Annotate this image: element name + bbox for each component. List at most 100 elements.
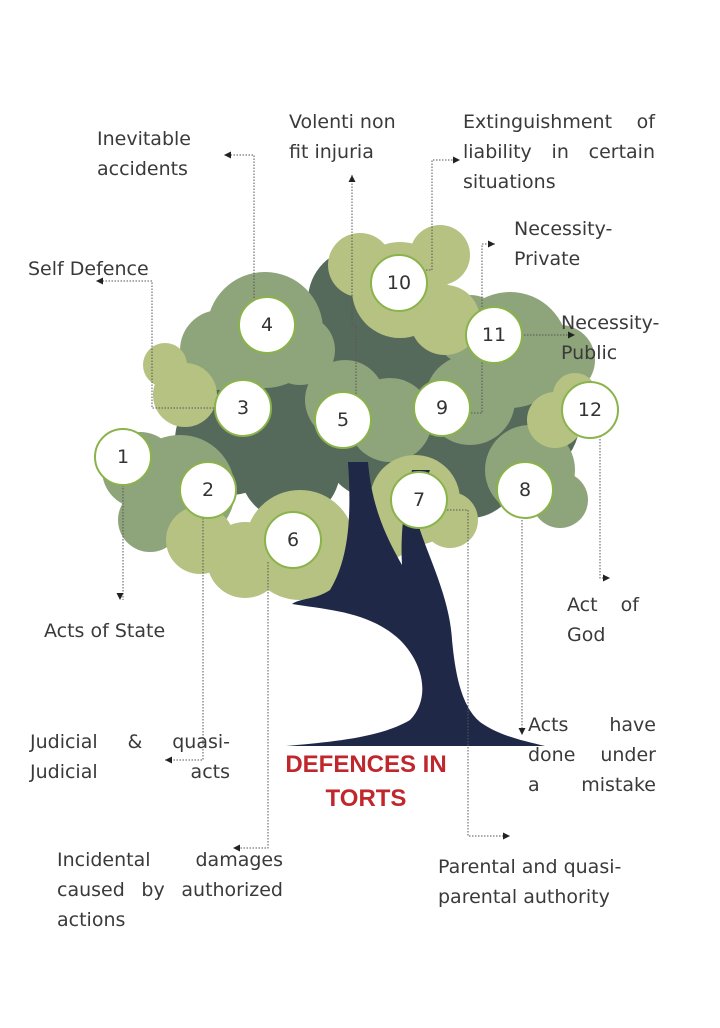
- connector-4: [224, 154, 255, 298]
- node-number: 1: [117, 446, 129, 468]
- node-circle: [314, 391, 372, 449]
- foliage-blob: [348, 378, 432, 462]
- label-line: situations: [463, 171, 556, 193]
- node-9: 9: [413, 379, 471, 437]
- connector-5: [351, 175, 357, 394]
- defence-label-8: Acts have done under a mistake: [528, 710, 656, 800]
- label-line: Judicial & quasi-: [30, 731, 230, 753]
- arrowhead: [603, 574, 610, 582]
- label-line: done under: [528, 744, 656, 766]
- tree-trunk: [286, 462, 545, 746]
- node-number: 11: [482, 324, 506, 346]
- label-line: liability in certain: [463, 141, 655, 163]
- label-line: Necessity-: [514, 218, 613, 240]
- label-line: Self Defence: [28, 258, 149, 280]
- node-circle: [561, 381, 619, 439]
- node-circle: [179, 461, 237, 519]
- label-line: Judicial acts: [30, 761, 230, 783]
- arrowhead: [503, 832, 510, 840]
- label-line: Volenti non: [289, 111, 396, 133]
- node-circle: [496, 461, 554, 519]
- node-circle: [370, 254, 428, 312]
- label-line: Act of: [567, 594, 639, 616]
- foliage-blob: [166, 506, 234, 574]
- foliage-blob: [410, 225, 470, 285]
- label-line: Acts of State: [44, 620, 166, 642]
- label-line: a mistake: [528, 774, 656, 796]
- arrowhead: [233, 844, 240, 852]
- defence-label-7: Parental and quasi-parental authority: [438, 852, 658, 912]
- label-line: Parental and quasi-: [438, 856, 622, 878]
- node-number: 9: [436, 397, 448, 419]
- defence-label-9: Necessity- Private: [514, 214, 634, 274]
- arrowhead: [165, 756, 172, 764]
- defence-label-4: Inevitable accidents: [97, 124, 247, 184]
- foliage-blob: [143, 343, 187, 387]
- node-number: 10: [387, 272, 411, 294]
- label-line: accidents: [97, 158, 188, 180]
- node-circle: [465, 306, 523, 364]
- label-line: Acts have: [528, 714, 656, 736]
- arrowhead: [96, 277, 103, 285]
- label-line: actions: [57, 909, 126, 931]
- label-line: Public: [561, 342, 618, 364]
- label-line: Incidental damages: [57, 849, 283, 871]
- arrowhead: [348, 175, 356, 182]
- label-line: Private: [514, 248, 581, 270]
- node-1: 1: [94, 428, 152, 486]
- label-line: Inevitable: [97, 128, 191, 150]
- node-12: 12: [561, 381, 619, 439]
- connector-3: [96, 280, 220, 409]
- node-10: 10: [370, 254, 428, 312]
- label-line: fit injuria: [289, 141, 374, 163]
- defence-label-6: Incidental damages caused by authorized ac…: [57, 845, 283, 935]
- arrowhead: [453, 156, 460, 164]
- defence-label-5: Volenti non fit injuria: [289, 107, 429, 167]
- node-number: 8: [519, 479, 531, 501]
- node-number: 6: [287, 529, 299, 551]
- node-circle: [94, 428, 152, 486]
- title-line-2: TORTS: [325, 785, 407, 812]
- node-11: 11: [465, 306, 523, 364]
- node-6: 6: [264, 511, 322, 569]
- node-8: 8: [496, 461, 554, 519]
- connector-6: [233, 562, 269, 849]
- node-number: 4: [261, 314, 273, 336]
- label-line: Extinguishment of: [463, 111, 655, 133]
- foliage-blob: [118, 488, 182, 552]
- node-number: 7: [413, 489, 425, 511]
- arrowhead: [116, 593, 124, 600]
- defence-label-11: Necessity- Public: [561, 308, 671, 368]
- defence-label-3: Self Defence: [28, 254, 188, 284]
- arrowhead: [488, 240, 495, 248]
- node-number: 3: [237, 397, 249, 419]
- node-5: 5: [314, 391, 372, 449]
- node-2: 2: [179, 461, 237, 519]
- diagram-title: DEFENCES IN TORTS: [262, 748, 470, 816]
- node-number: 12: [578, 399, 602, 421]
- defence-label-10: Extinguishment of liability in certain sit…: [463, 107, 655, 197]
- node-4: 4: [238, 296, 296, 354]
- node-number: 2: [202, 479, 214, 501]
- node-number: 5: [337, 409, 349, 431]
- title-line-1: DEFENCES IN: [285, 751, 447, 778]
- arrowhead: [518, 728, 526, 735]
- arrowhead: [568, 331, 575, 339]
- arrowhead: [224, 151, 231, 159]
- node-3: 3: [214, 379, 272, 437]
- node-circle: [413, 379, 471, 437]
- node-circle: [214, 379, 272, 437]
- node-circle: [238, 296, 296, 354]
- node-circle: [390, 471, 448, 529]
- defence-label-1: Acts of State: [44, 616, 244, 646]
- label-line: caused by authorized: [57, 879, 283, 901]
- foliage-blob: [410, 285, 480, 355]
- node-circle: [264, 511, 322, 569]
- node-7: 7: [390, 471, 448, 529]
- label-line: parental authority: [438, 886, 610, 908]
- label-line: Necessity-: [561, 312, 660, 334]
